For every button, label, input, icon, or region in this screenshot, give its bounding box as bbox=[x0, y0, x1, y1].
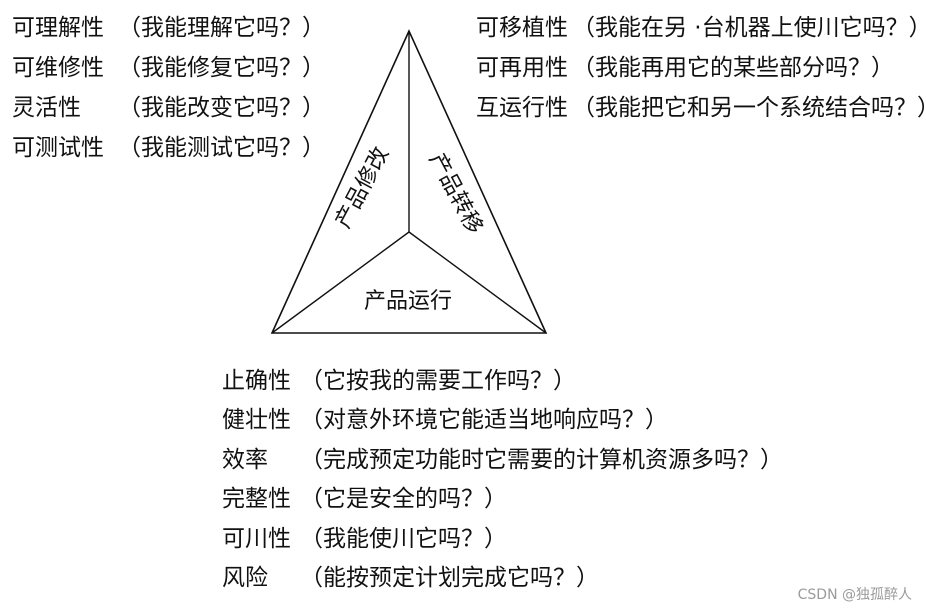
triangle-label-product-operation: 产品运行 bbox=[363, 289, 452, 314]
quality-item: 风险 （能按预定计划完成它吗？） bbox=[222, 565, 782, 591]
quality-label: 可移植性 bbox=[476, 15, 568, 41]
product-transition-list: 可移植性 （我能在另 ·台机器上使川它吗？） 可再用性 （我能再用它的某些部分吗… bbox=[476, 15, 926, 135]
quality-label: 可理解性 bbox=[12, 15, 104, 41]
quality-question: （对意外环境它能适当地响应吗？） bbox=[300, 407, 668, 433]
quality-item: 止确性 （它按我的需要工作吗？） bbox=[222, 368, 782, 394]
quality-question: （我能测试它吗？） bbox=[118, 135, 325, 161]
quality-question: （我能理解它吗？） bbox=[118, 15, 325, 41]
quality-item: 健壮性 （对意外环境它能适当地响应吗？） bbox=[222, 407, 782, 433]
quality-question: （能按预定计划完成它吗？） bbox=[300, 565, 599, 591]
quality-label: 灵活性 bbox=[12, 95, 81, 121]
product-operation-list: 止确性 （它按我的需要工作吗？） 健壮性 （对意外环境它能适当地响应吗？） 效率… bbox=[222, 368, 783, 608]
quality-question: （它按我的需要工作吗？） bbox=[300, 368, 576, 394]
quality-item: 完整性 （它是安全的吗？） bbox=[222, 486, 782, 512]
quality-item: 可再用性 （我能再用它的某些部分吗？） bbox=[476, 55, 926, 81]
triangle-label-product-revision: 产品修改 bbox=[330, 143, 395, 233]
triangle-divider-right bbox=[408, 231, 547, 334]
quality-question: （我能使川它吗？） bbox=[300, 526, 507, 552]
quality-item: 灵活性 （我能改变它吗？） bbox=[12, 95, 325, 121]
quality-question: （完成预定功能时它需要的计算机资源多吗？） bbox=[300, 447, 783, 473]
quality-label: 风险 bbox=[222, 565, 268, 591]
quality-item: 可测试性 （我能测试它吗？） bbox=[12, 135, 325, 161]
quality-label: 可维修性 bbox=[12, 55, 104, 81]
quality-item: 互运行性 （我能把它和另一个系统结合吗？） bbox=[476, 95, 926, 121]
quality-label: 可再用性 bbox=[476, 55, 568, 81]
quality-question: （我能修复它吗？） bbox=[118, 55, 325, 81]
quality-label: 互运行性 bbox=[476, 95, 568, 121]
quality-item: 可川性 （我能使川它吗？） bbox=[222, 526, 782, 552]
quality-item: 可移植性 （我能在另 ·台机器上使川它吗？） bbox=[476, 15, 926, 41]
quality-label: 健壮性 bbox=[222, 407, 291, 433]
quality-label: 可测试性 bbox=[12, 135, 104, 161]
quality-question: （我能再用它的某些部分吗？） bbox=[572, 55, 894, 81]
triangle-divider-left bbox=[271, 231, 410, 334]
quality-question: （我能在另 ·台机器上使川它吗？） bbox=[572, 15, 926, 41]
product-revision-list: 可理解性 （我能理解它吗？） 可维修性 （我能修复它吗？） 灵活性 （我能改变它… bbox=[12, 15, 325, 175]
quality-question: （它是安全的吗？） bbox=[300, 486, 507, 512]
triangle-label-product-transition: 产品转移 bbox=[423, 149, 488, 239]
quality-label: 效率 bbox=[222, 447, 268, 473]
quality-label: 止确性 bbox=[222, 368, 291, 394]
quality-question: （我能把它和另一个系统结合吗？） bbox=[572, 95, 926, 121]
quality-item: 可理解性 （我能理解它吗？） bbox=[12, 15, 325, 41]
quality-label: 可川性 bbox=[222, 526, 291, 552]
quality-item: 效率 （完成预定功能时它需要的计算机资源多吗？） bbox=[222, 447, 783, 473]
quality-label: 完整性 bbox=[222, 486, 291, 512]
quality-question: （我能改变它吗？） bbox=[118, 95, 325, 121]
quality-item: 可维修性 （我能修复它吗？） bbox=[12, 55, 325, 81]
watermark: CSDN @独孤醉人 bbox=[797, 587, 912, 603]
